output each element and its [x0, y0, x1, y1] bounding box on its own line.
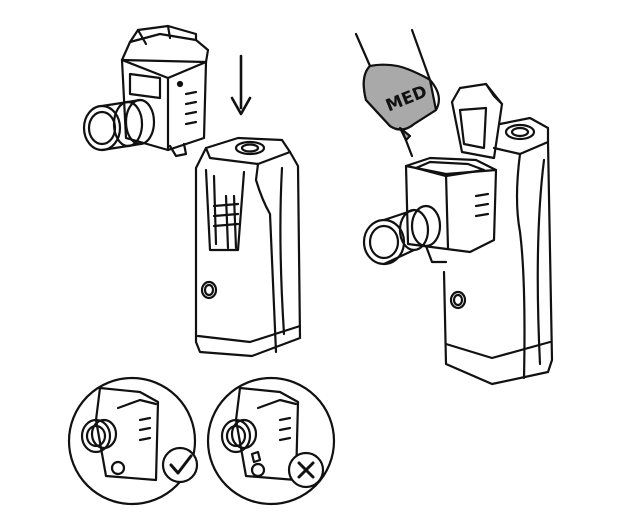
medication-cup-unit [82, 24, 210, 158]
nebulizer-assembled [362, 82, 554, 386]
nebulizer-base-body [194, 136, 302, 358]
correct-orientation-illustration [67, 376, 199, 506]
down-arrow-icon [230, 54, 252, 116]
medicine-vial: MED [354, 28, 441, 158]
incorrect-orientation-illustration [206, 376, 336, 506]
x-icon [287, 451, 325, 489]
check-icon [161, 446, 199, 484]
